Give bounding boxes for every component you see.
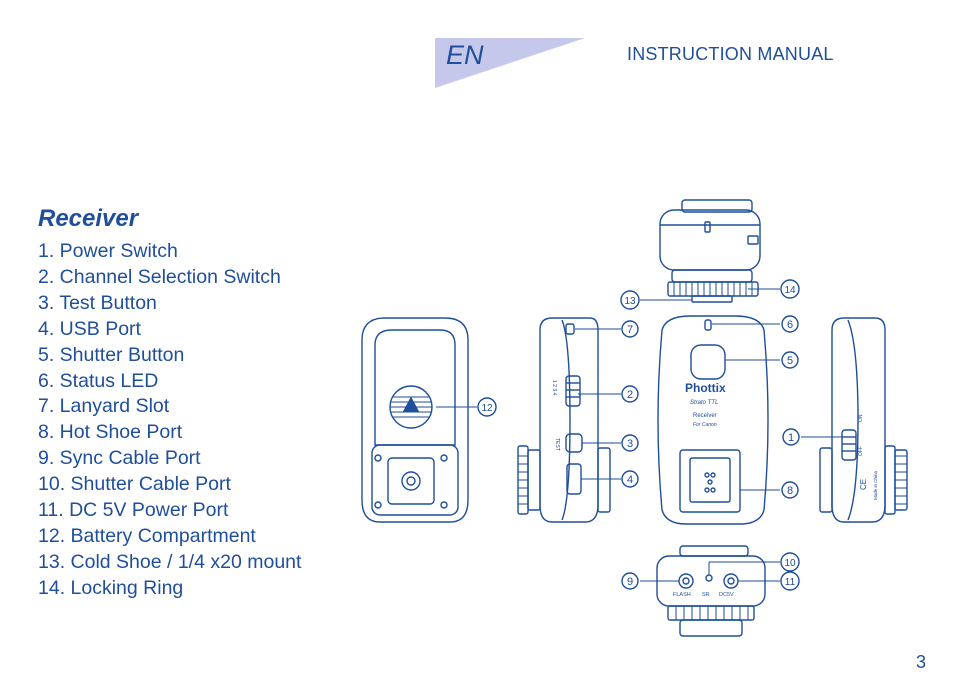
callout-12: 12 [477, 397, 497, 417]
callout-lines [436, 288, 842, 582]
dc-port-label: DC5V [719, 592, 734, 598]
svg-text:14: 14 [784, 285, 796, 296]
svg-text:10: 10 [784, 558, 796, 569]
test-label: TEST [554, 438, 560, 451]
receiver-diagram: Phottix Strato TTL Receiver For Canon FL… [361, 199, 908, 637]
part-item: 6. Status LED [38, 369, 159, 392]
callout-3: 3 [621, 434, 639, 452]
shutter-button-drawing [690, 344, 726, 380]
svg-text:13: 13 [624, 296, 636, 307]
part-item: 3. Test Button [38, 291, 157, 314]
part-item: 12. Battery Compartment [38, 524, 256, 547]
part-item: 1. Power Switch [38, 240, 178, 262]
part-item: 4. USB Port [38, 317, 141, 340]
callout-6: 6 [781, 315, 799, 333]
sr-port-label: SR [702, 592, 710, 598]
callout-2: 2 [621, 385, 639, 403]
back-view [361, 317, 469, 523]
on-label: ON [858, 414, 864, 422]
bottom-view [656, 545, 766, 637]
part-item: 2. Channel Selection Switch [38, 265, 281, 288]
callout-5: 5 [781, 351, 799, 369]
language-code: EN [446, 40, 484, 70]
svg-text:4: 4 [627, 474, 633, 486]
ce-mark: CE [859, 479, 868, 490]
device-brand-label: Phottix [685, 381, 726, 395]
svg-text:2: 2 [627, 389, 633, 401]
part-item: 13. Cold Shoe / 1/4 x20 mount [38, 550, 302, 573]
part-item: 11. DC 5V Power Port [38, 499, 229, 522]
right-side-view [819, 317, 908, 523]
device-model-label: Strato TTL [690, 400, 718, 406]
callout-markers: 7 2 3 4 12 13 14 6 5 8 1 10 11 9 [477, 279, 800, 591]
svg-text:7: 7 [627, 324, 633, 336]
svg-text:11: 11 [785, 577, 796, 588]
section-title: Receiver [38, 205, 139, 232]
callout-14: 14 [780, 279, 800, 299]
svg-text:6: 6 [787, 319, 793, 331]
language-tab [435, 38, 585, 88]
part-item: 5. Shutter Button [38, 343, 185, 366]
page-number: 3 [916, 652, 927, 672]
arrow-icon [402, 396, 420, 412]
part-item: 9. Sync Cable Port [38, 447, 201, 470]
callout-8: 8 [781, 481, 799, 499]
manual-title: INSTRUCTION MANUAL [627, 44, 834, 64]
svg-text:12: 12 [481, 403, 493, 414]
callout-10: 10 [780, 552, 800, 572]
part-item: 8. Hot Shoe Port [38, 421, 183, 444]
device-for-label: For Canon [693, 422, 717, 428]
device-unit-label: Receiver [693, 413, 717, 419]
svg-text:1: 1 [788, 432, 794, 444]
svg-text:8: 8 [787, 485, 793, 497]
callout-4: 4 [621, 470, 639, 488]
front-view [657, 315, 769, 525]
svg-text:3: 3 [627, 438, 633, 450]
device-labels: Phottix Strato TTL Receiver For Canon FL… [551, 380, 878, 598]
svg-text:5: 5 [787, 355, 793, 367]
part-item: 7. Lanyard Slot [38, 395, 170, 418]
made-in-label: Made in China [873, 470, 878, 500]
callout-13: 13 [620, 290, 640, 310]
off-label: OFF [858, 446, 864, 456]
flash-port-label: FLASH [673, 592, 691, 598]
part-item: 14. Locking Ring [38, 576, 184, 599]
callout-7: 7 [621, 320, 639, 338]
callout-11: 11 [780, 571, 800, 591]
part-item: 10. Shutter Cable Port [38, 473, 231, 496]
svg-text:9: 9 [627, 576, 633, 588]
channel-scale-label: 1 2 3 4 [551, 380, 557, 396]
callout-1: 1 [782, 428, 800, 446]
top-view [659, 199, 761, 303]
language-tab-shape [435, 38, 585, 88]
parts-list: 1. Power Switch 2. Channel Selection Swi… [38, 239, 301, 602]
callout-9: 9 [621, 572, 639, 590]
left-side-view [517, 317, 611, 523]
